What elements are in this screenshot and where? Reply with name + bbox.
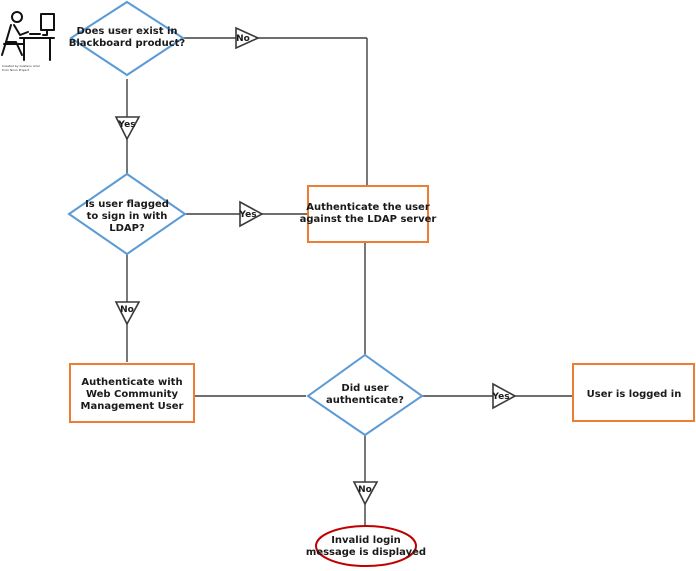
- decision-authenticated-line-2: authenticate?: [326, 395, 404, 406]
- process-web-community-shape: [69, 363, 195, 423]
- decision-ldap-flagged-line-1: Is user flagged: [85, 199, 169, 210]
- label-auth-yes-text: Yes: [491, 392, 509, 402]
- label-auth-no: No: [352, 481, 379, 506]
- process-ldap-auth-shape: [307, 185, 429, 243]
- label-exists-yes-text: Yes: [117, 120, 135, 130]
- terminal-invalid-login-line-2: message is displayed: [306, 547, 426, 558]
- icon-caption-line-2: from Noun Project: [2, 68, 30, 72]
- decision-authenticated-shape: [306, 353, 424, 437]
- decision-ldap-flagged: Is user flagged to sign in with LDAP?: [67, 172, 187, 256]
- terminal-invalid-login-line-1: Invalid login: [331, 535, 401, 546]
- decision-user-exists-shape: [69, 0, 185, 77]
- decision-ldap-flagged-line-3: LDAP?: [109, 223, 145, 234]
- decision-user-exists: Does user exist in Blackboard product?: [69, 0, 186, 77]
- label-auth-no-text: No: [358, 485, 372, 495]
- process-web-community-line-3: Management User: [81, 401, 184, 412]
- process-ldap-auth: Authenticate the user against the LDAP s…: [300, 185, 437, 243]
- label-exists-no: No: [235, 26, 260, 50]
- label-exists-no-text: No: [236, 34, 250, 44]
- label-ldap-no: No: [114, 301, 141, 326]
- label-ldap-yes: Yes: [238, 200, 264, 228]
- process-ldap-auth-line-2: against the LDAP server: [300, 214, 437, 225]
- decision-user-exists-line-2: Blackboard product?: [69, 38, 186, 49]
- icon-caption-line-1: Created by Gustavo Ariel: [2, 64, 40, 68]
- label-ldap-yes-text: Yes: [238, 210, 256, 220]
- process-web-community-line-1: Authenticate with: [81, 377, 182, 388]
- process-logged-in-shape: [572, 363, 695, 422]
- label-ldap-no-text: No: [120, 305, 134, 315]
- decision-ldap-flagged-shape: [67, 172, 187, 256]
- process-web-community: Authenticate with Web Community Manageme…: [69, 363, 195, 423]
- process-web-community-line-2: Web Community: [86, 389, 179, 400]
- decision-authenticated-line-1: Did user: [341, 383, 388, 394]
- decision-user-exists-line-1: Does user exist in: [76, 26, 177, 37]
- decision-authenticated: Did user authenticate?: [306, 353, 424, 437]
- process-logged-in: User is logged in: [572, 363, 695, 422]
- label-auth-yes: Yes: [491, 382, 517, 410]
- process-logged-in-line-1: User is logged in: [587, 389, 682, 400]
- label-exists-yes: Yes: [114, 116, 141, 141]
- person-at-computer-icon: Created by Gustavo Ariel from Noun Proje…: [1, 11, 55, 72]
- process-ldap-auth-line-1: Authenticate the user: [306, 202, 430, 213]
- terminal-invalid-login: Invalid login message is displayed: [306, 525, 426, 567]
- terminal-invalid-login-shape: [315, 525, 417, 567]
- connectors: [126, 37, 573, 527]
- decision-ldap-flagged-line-2: to sign in with: [87, 211, 168, 222]
